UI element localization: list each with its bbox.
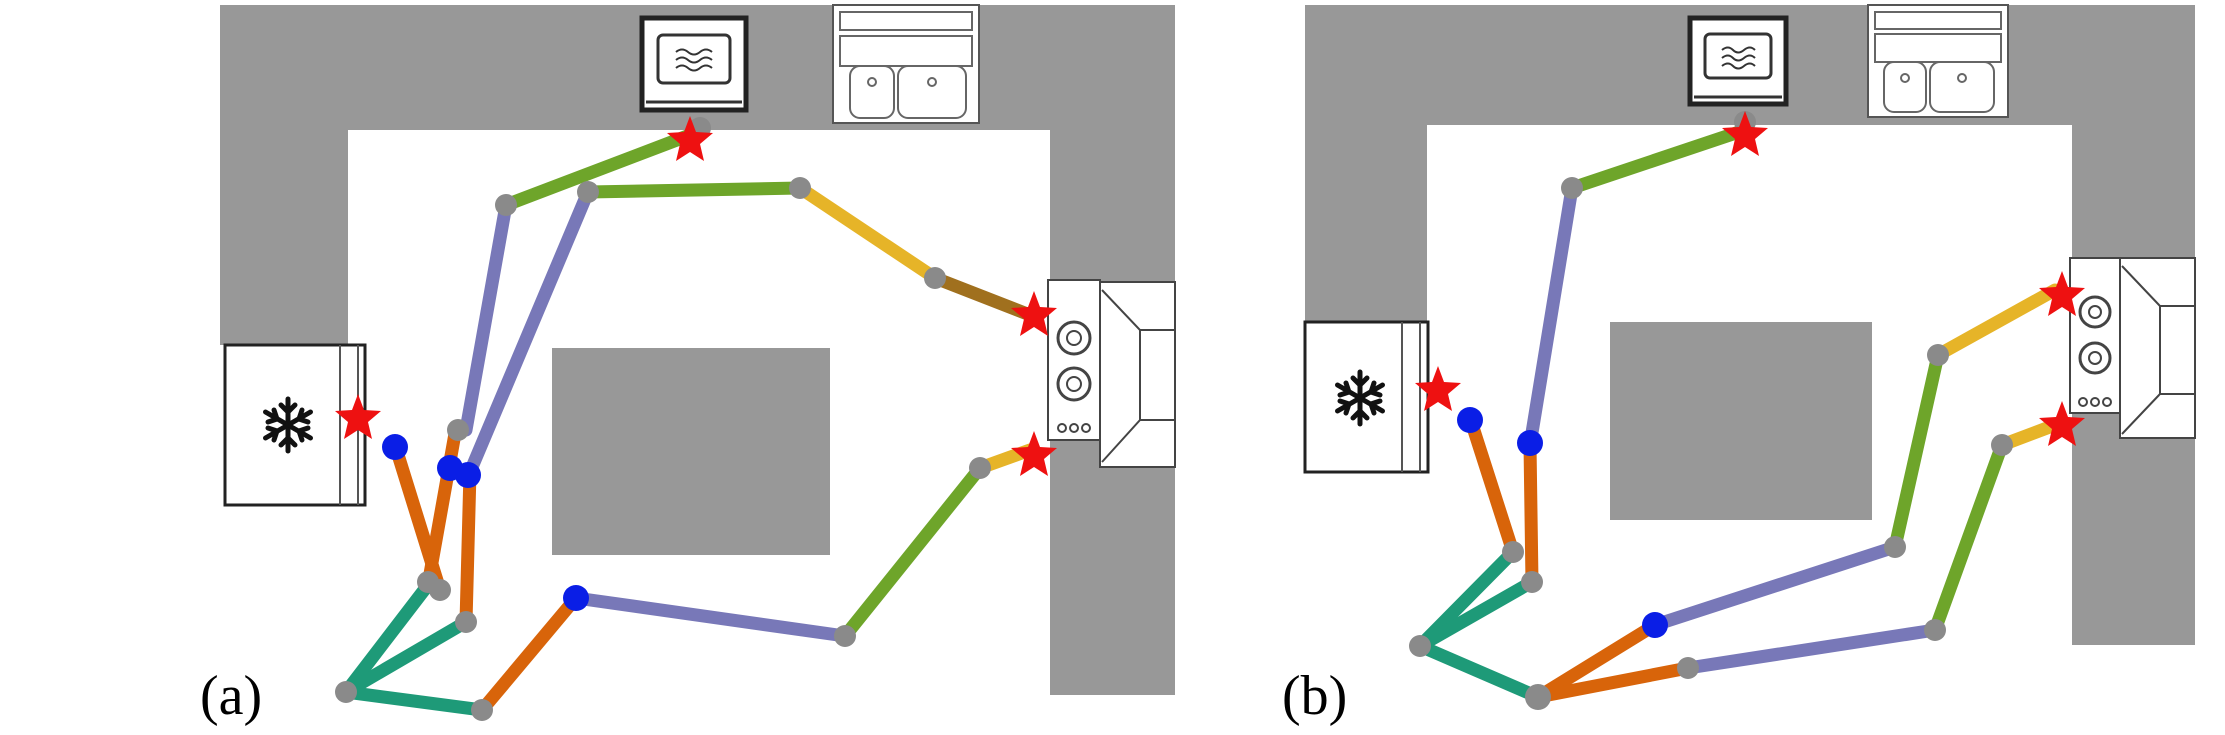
path-segment [339,578,435,699]
path-segment [1531,661,1695,704]
path-segment [1888,348,1945,554]
path-segment [1523,181,1579,452]
stove-icon [1047,279,1101,441]
path-segment [569,591,852,643]
goal-star [2039,401,2085,446]
path-segment [1523,438,1539,589]
path-node [1561,177,1583,199]
path-segment [1531,618,1662,704]
fridge-icon [223,343,367,507]
path-node [447,419,469,441]
path-segment [475,591,583,717]
path-segment [1565,123,1752,195]
range-hood-icon [1099,281,1176,468]
path-node [1677,657,1699,679]
path-segment [459,465,477,629]
counter-left [220,5,348,345]
path-segment [1648,540,1902,632]
panel-label-b: (b) [1282,665,1348,727]
path-node [1991,434,2013,456]
sink-icon [1867,4,2009,118]
range-hood-icon [2119,257,2196,439]
path-segment [499,128,697,212]
path-segment [339,615,473,699]
path-segment [463,185,595,479]
waypoint-marker [1642,612,1668,638]
path-node [429,579,451,601]
path-segment [388,438,447,597]
goals-a [335,116,1057,476]
path-node [1521,571,1543,593]
goal-star [2039,271,2085,316]
path-node [1924,619,1946,641]
waypoint-marker [1517,430,1543,456]
waypoints-a [382,434,589,611]
stove-icon [2069,257,2121,414]
panel-b [1303,4,2196,710]
fridge-icon [1303,320,1430,474]
path-segment [1928,438,2009,637]
path-node [789,177,811,199]
waypoint-marker [382,434,408,460]
path-segment [1463,411,1520,559]
goal-star [667,116,713,161]
microwave-icon [639,15,749,113]
path-segment [459,198,513,437]
goal-star [335,394,381,439]
counter-left [1305,5,1427,325]
path-segment [793,181,942,285]
path-node [471,699,493,721]
trajectory-b [1413,123,2062,704]
waypoint-marker [1457,407,1483,433]
island-counter [552,348,830,555]
sink-icon [832,4,980,124]
path-node [834,625,856,647]
path-segment [1931,283,2062,362]
path-node [577,181,599,203]
path-segment [581,181,807,199]
path-node [335,681,357,703]
path-segment [1413,639,1545,704]
path-node [1502,541,1524,563]
waypoint-marker [563,585,589,611]
path-segment [838,461,987,643]
path-node [1409,635,1431,657]
path-node [495,194,517,216]
kitchen-layout-a [220,4,1176,695]
goal-star [1011,431,1057,476]
nodes-a [335,117,991,721]
path-segment [1413,575,1539,653]
panel-a [220,4,1176,721]
microwave-icon [1687,15,1789,107]
path-segment [1681,623,1942,675]
panel-label-a: (a) [200,665,263,727]
island-counter [1610,322,1872,520]
path-node [1927,344,1949,366]
goal-star [1722,111,1768,156]
path-node [455,611,477,633]
nodes-b [1409,111,2013,710]
path-segment [339,685,489,717]
goals-b [1415,111,2085,446]
waypoint-marker [455,462,481,488]
waypoints-b [1457,407,1668,638]
goal-star [1415,366,1461,411]
kitchen-layout-b [1303,4,2196,645]
path-node [1525,684,1551,710]
path-node [924,267,946,289]
goal-star [1011,291,1057,336]
path-node [969,457,991,479]
path-node [1884,536,1906,558]
